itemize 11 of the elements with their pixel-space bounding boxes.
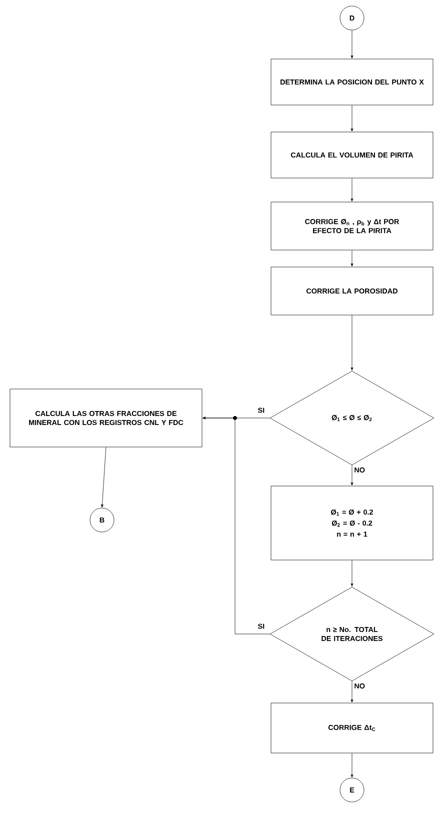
arrow	[100, 447, 106, 508]
arrow	[350, 178, 354, 202]
arrow	[350, 250, 354, 266]
arrow	[350, 465, 354, 486]
arrow	[350, 681, 354, 702]
arrow	[350, 560, 354, 586]
arrow	[350, 105, 354, 132]
arrow	[350, 30, 354, 58]
arrow	[202, 416, 270, 634]
arrow	[350, 315, 354, 370]
arrow	[350, 753, 354, 778]
